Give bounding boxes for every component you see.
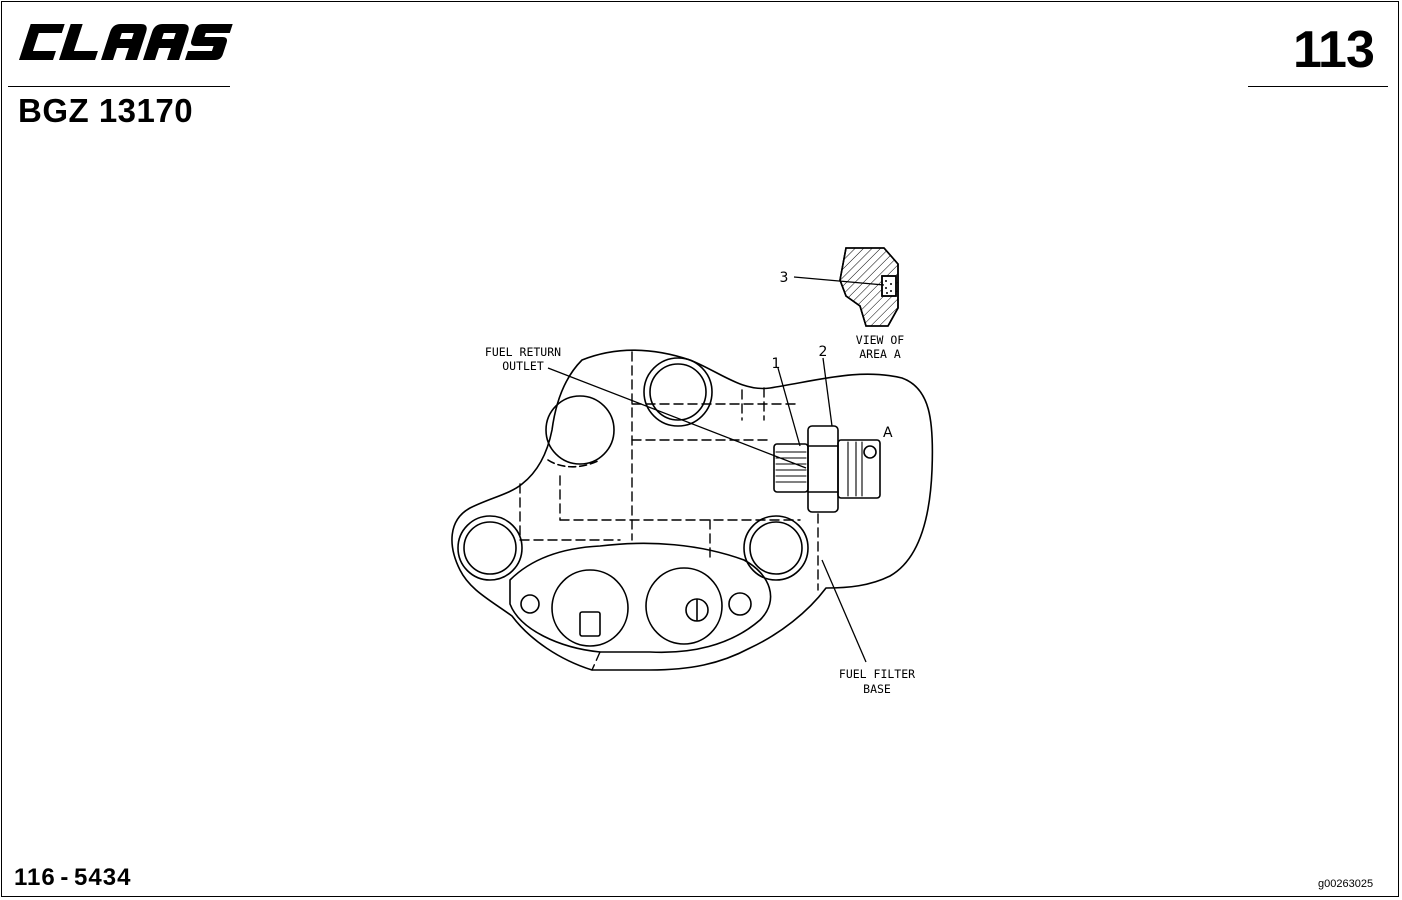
callout-1: 1 bbox=[772, 356, 781, 372]
fitting-thread bbox=[773, 443, 809, 493]
section-view-area-a bbox=[839, 247, 899, 327]
hex-nut bbox=[807, 425, 839, 513]
callout-2: 2 bbox=[819, 344, 828, 360]
callout-3: 3 bbox=[780, 270, 789, 286]
lower-left-bolt bbox=[463, 521, 517, 575]
upper-bolt bbox=[649, 363, 707, 421]
view-of-area-label-line1: VIEW OF bbox=[856, 333, 905, 347]
leader-fuel-return-outlet bbox=[547, 367, 807, 469]
header-rule-left bbox=[8, 86, 230, 87]
page-number: 113 bbox=[1293, 21, 1375, 79]
leader-fuel-filter-base bbox=[821, 559, 867, 663]
area-a-marker: A bbox=[883, 425, 893, 441]
leader-item-3 bbox=[793, 276, 885, 286]
upper-left-boss bbox=[545, 395, 615, 465]
lower-right-bolt bbox=[749, 521, 803, 575]
leader-item-1 bbox=[777, 367, 801, 447]
leader-item-2 bbox=[822, 357, 833, 427]
claas-logo bbox=[19, 24, 233, 60]
outlet-stub bbox=[837, 439, 881, 499]
filter-base-outline bbox=[451, 349, 934, 671]
model-number: BGZ 13170 bbox=[18, 92, 194, 129]
left-port bbox=[551, 569, 629, 647]
fuel-return-outlet-label-line1: FUEL RETURN bbox=[485, 345, 561, 359]
part-number: 116 - 5434 bbox=[14, 864, 132, 891]
fuel-return-outlet-label-line2: OUTLET bbox=[502, 359, 544, 373]
image-id: g00263025 bbox=[1318, 878, 1374, 890]
fuel-filter-base-label-line1: FUEL FILTER bbox=[839, 667, 915, 681]
fuel-filter-base-label-line2: BASE bbox=[863, 682, 891, 696]
header-rule-right bbox=[1248, 86, 1388, 87]
view-of-area-label-line2: AREA A bbox=[859, 347, 901, 361]
right-port bbox=[645, 567, 723, 645]
